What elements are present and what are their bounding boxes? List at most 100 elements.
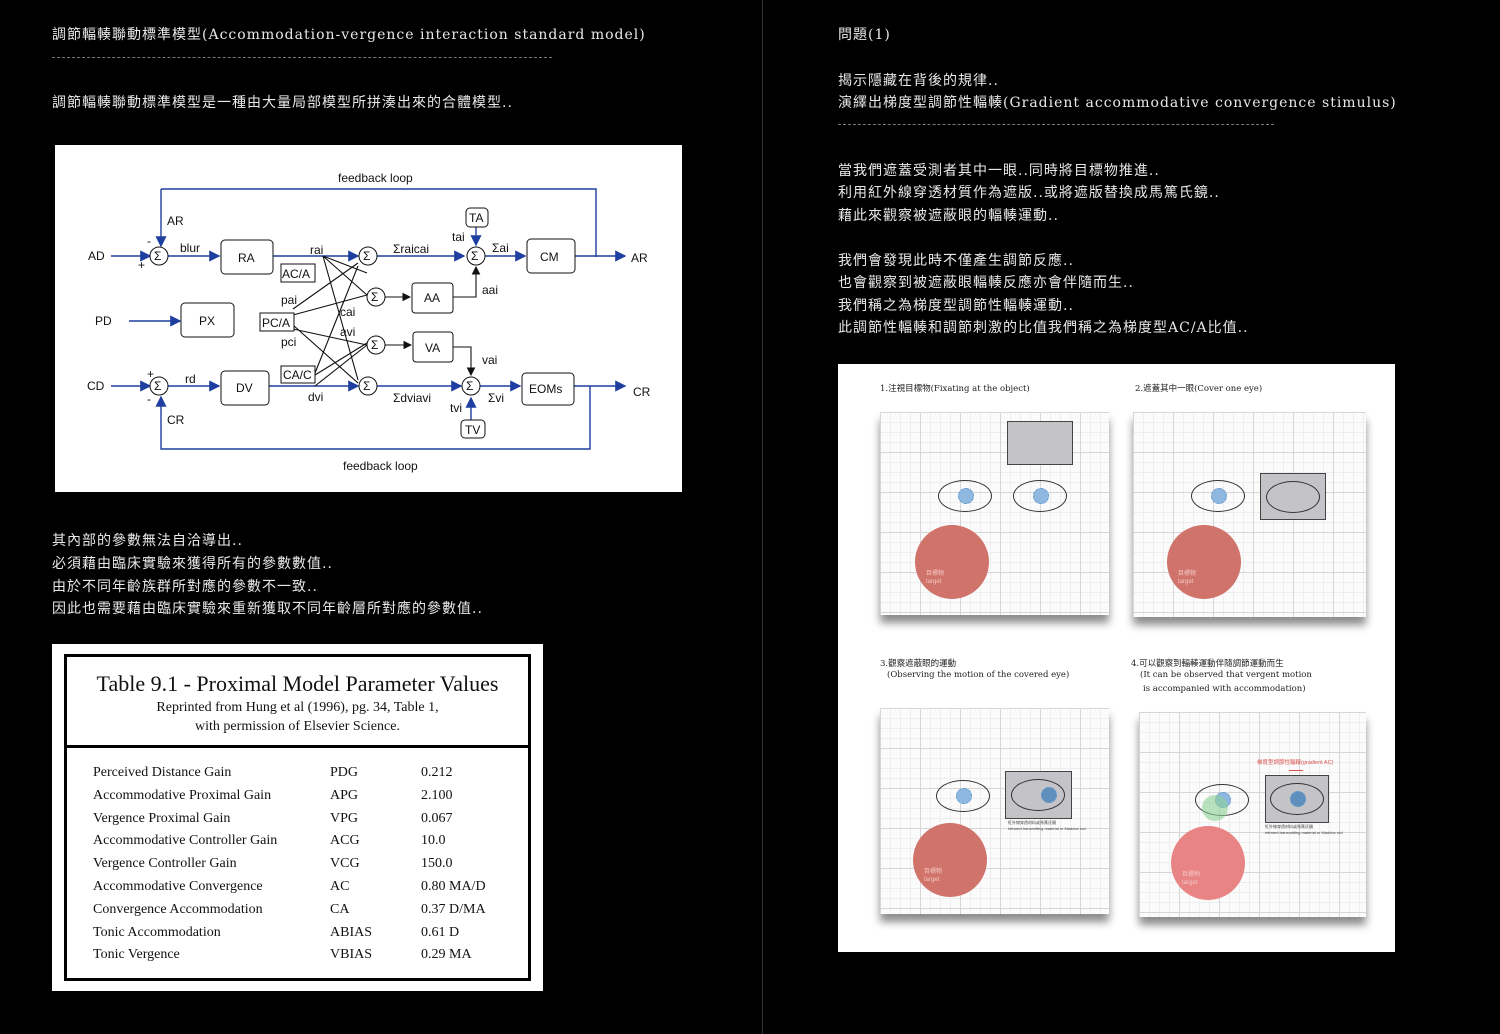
sum-node: Σ bbox=[154, 249, 161, 263]
label-vai: vai bbox=[482, 353, 497, 367]
table-row: Accommodative Convergence AC 0.80 MA/D bbox=[67, 879, 528, 901]
param-value: 0.80 MA/D bbox=[421, 879, 486, 894]
block-aa: AA bbox=[424, 291, 440, 305]
sum-node: Σ bbox=[363, 379, 370, 393]
sum-node: Σ bbox=[371, 338, 378, 352]
param-abbrev: ABIAS bbox=[330, 924, 373, 940]
occluder bbox=[1007, 421, 1073, 465]
filter-label: 紅外線穿透材料或馬篤氏鏡 bbox=[1265, 824, 1313, 829]
filter-label: infrared transmitting material or Maddox… bbox=[1008, 826, 1086, 831]
param-abbrev: AC bbox=[330, 879, 350, 894]
label-ar-out: AR bbox=[631, 251, 648, 265]
label-cai: cai bbox=[340, 305, 355, 319]
param-name: Accommodative Convergence bbox=[93, 879, 263, 894]
sum-node: Σ bbox=[466, 379, 473, 393]
feedback-loop-top bbox=[161, 188, 597, 257]
param-abbrev: ACG bbox=[330, 833, 360, 849]
caption-step-4-en: is accompanied with accommodation) bbox=[1143, 684, 1306, 694]
param-name: Vergence Proximal Gain bbox=[93, 810, 231, 826]
caption-step-1: 1.注視目標物(Fixating at the object) bbox=[880, 384, 1030, 394]
label-cr-in: CR bbox=[167, 413, 185, 427]
right-line: 藉此來觀察被遮蔽眼的輻輳運動.. bbox=[838, 208, 1059, 224]
label-tvi: tvi bbox=[450, 401, 462, 415]
table-row: Perceived Distance Gain PDG 0.212 bbox=[67, 765, 528, 787]
param-name: Vergence Controller Gain bbox=[93, 856, 237, 872]
page-divider bbox=[762, 0, 763, 1034]
filter-label: 紅外線穿透材料或馬篤氏鏡 bbox=[1008, 820, 1056, 825]
right-line: 我們會發現此時不僅產生調節反應.. bbox=[838, 253, 1074, 269]
covered-eye-icon bbox=[1266, 481, 1320, 513]
occluder bbox=[1265, 775, 1329, 823]
table-row: Vergence Controller Gain VCG 150.0 bbox=[67, 856, 528, 878]
covered-eye-icon bbox=[1270, 783, 1324, 815]
param-abbrev: VBIAS bbox=[330, 947, 373, 963]
param-name: Tonic Vergence bbox=[93, 947, 180, 963]
step-4-image: 梯度型調節性輻輳(gradient AC) 紅外線穿透材料或馬篤氏鏡 infra… bbox=[1139, 712, 1366, 917]
label-cd: CD bbox=[87, 379, 105, 393]
section-divider bbox=[838, 124, 1274, 125]
block-pc-a: PC/A bbox=[262, 316, 290, 330]
filter-label: infrared transmitting material or Maddox… bbox=[1265, 830, 1343, 835]
label-cr-out: CR bbox=[633, 385, 651, 399]
right-line: 當我們遮蓋受測者其中一眼..同時將目標物推進.. bbox=[838, 163, 1160, 179]
param-name: Perceived Distance Gain bbox=[93, 765, 232, 780]
block-tv: TV bbox=[465, 423, 480, 437]
caption-step-3: 3.觀察遮蔽眼的運動 bbox=[880, 659, 957, 669]
label-sum-vi: Σvi bbox=[488, 391, 504, 405]
eye-icon bbox=[1013, 480, 1067, 512]
right-line: 演繹出梯度型調節性輻輳(Gradient accommodative conve… bbox=[838, 95, 1397, 111]
arrow-left-icon bbox=[1289, 770, 1303, 771]
label-ad: AD bbox=[88, 249, 105, 263]
sum-node: Σ bbox=[154, 379, 161, 393]
param-abbrev: VPG bbox=[330, 810, 359, 826]
label-sum-ai: Σai bbox=[492, 241, 509, 255]
gradient-ac-label: 梯度型調節性輻輳(gradient AC) bbox=[1257, 760, 1334, 766]
accommodation-vergence-diagram: feedback loop feedback loop AD PD CD AR … bbox=[55, 145, 682, 492]
step-3-image: 紅外線穿透材料或馬篤氏鏡 infrared transmitting mater… bbox=[880, 708, 1109, 914]
paragraph-line: 因此也需要藉由臨床實驗來重新獲取不同年齡層所對應的參數值.. bbox=[52, 601, 483, 617]
right-line: 我們稱之為梯度型調節性輻輳運動.. bbox=[838, 298, 1074, 314]
parameter-table: Table 9.1 - Proximal Model Parameter Val… bbox=[52, 644, 543, 991]
eye-icon bbox=[936, 780, 990, 812]
param-name: Accommodative Proximal Gain bbox=[93, 787, 272, 803]
param-abbrev: VCG bbox=[330, 856, 360, 872]
block-dv: DV bbox=[236, 381, 253, 395]
label-rd: rd bbox=[185, 372, 196, 386]
sum-node: Σ bbox=[371, 290, 378, 304]
table-row: Tonic Vergence VBIAS 0.29 MA bbox=[67, 947, 528, 969]
param-value: 2.100 bbox=[421, 787, 453, 803]
label-blur: blur bbox=[180, 241, 200, 255]
table-subtitle: Reprinted from Hung et al (1996), pg. 34… bbox=[156, 700, 439, 715]
table-header: Table 9.1 - Proximal Model Parameter Val… bbox=[67, 657, 528, 748]
paragraph-line: 必須藉由臨床實驗來獲得所有的參數數值.. bbox=[52, 556, 333, 572]
param-value: 0.29 MA bbox=[421, 947, 472, 963]
block-ta: TA bbox=[469, 211, 483, 225]
eye-icon bbox=[938, 480, 992, 512]
block-ca-c: CA/C bbox=[283, 368, 312, 382]
param-value: 0.212 bbox=[421, 765, 453, 780]
param-value: 150.0 bbox=[421, 856, 453, 872]
param-name: Tonic Accommodation bbox=[93, 924, 221, 940]
sign: - bbox=[147, 392, 151, 406]
green-circle bbox=[1202, 795, 1228, 821]
label-aai: aai bbox=[482, 283, 498, 297]
param-abbrev: PDG bbox=[330, 765, 359, 780]
block-ac-a: AC/A bbox=[282, 267, 310, 281]
occluder bbox=[1260, 473, 1326, 520]
right-line: 揭示隱藏在背後的規律.. bbox=[838, 73, 999, 89]
caption-step-4: 4.可以觀察到輻輳運動伴隨調節運動而生 bbox=[1131, 659, 1284, 669]
left-intro: 調節輻輳聯動標準模型是一種由大量局部模型所拼湊出來的合體模型.. bbox=[52, 95, 513, 111]
block-cm: CM bbox=[540, 250, 559, 264]
eye-icon bbox=[1191, 480, 1245, 512]
block-px: PX bbox=[199, 314, 215, 328]
caption-step-2: 2.遮蓋其中一眼(Cover one eye) bbox=[1135, 384, 1263, 394]
param-value: 0.61 D bbox=[421, 924, 460, 940]
param-name: Accommodative Controller Gain bbox=[93, 833, 278, 849]
